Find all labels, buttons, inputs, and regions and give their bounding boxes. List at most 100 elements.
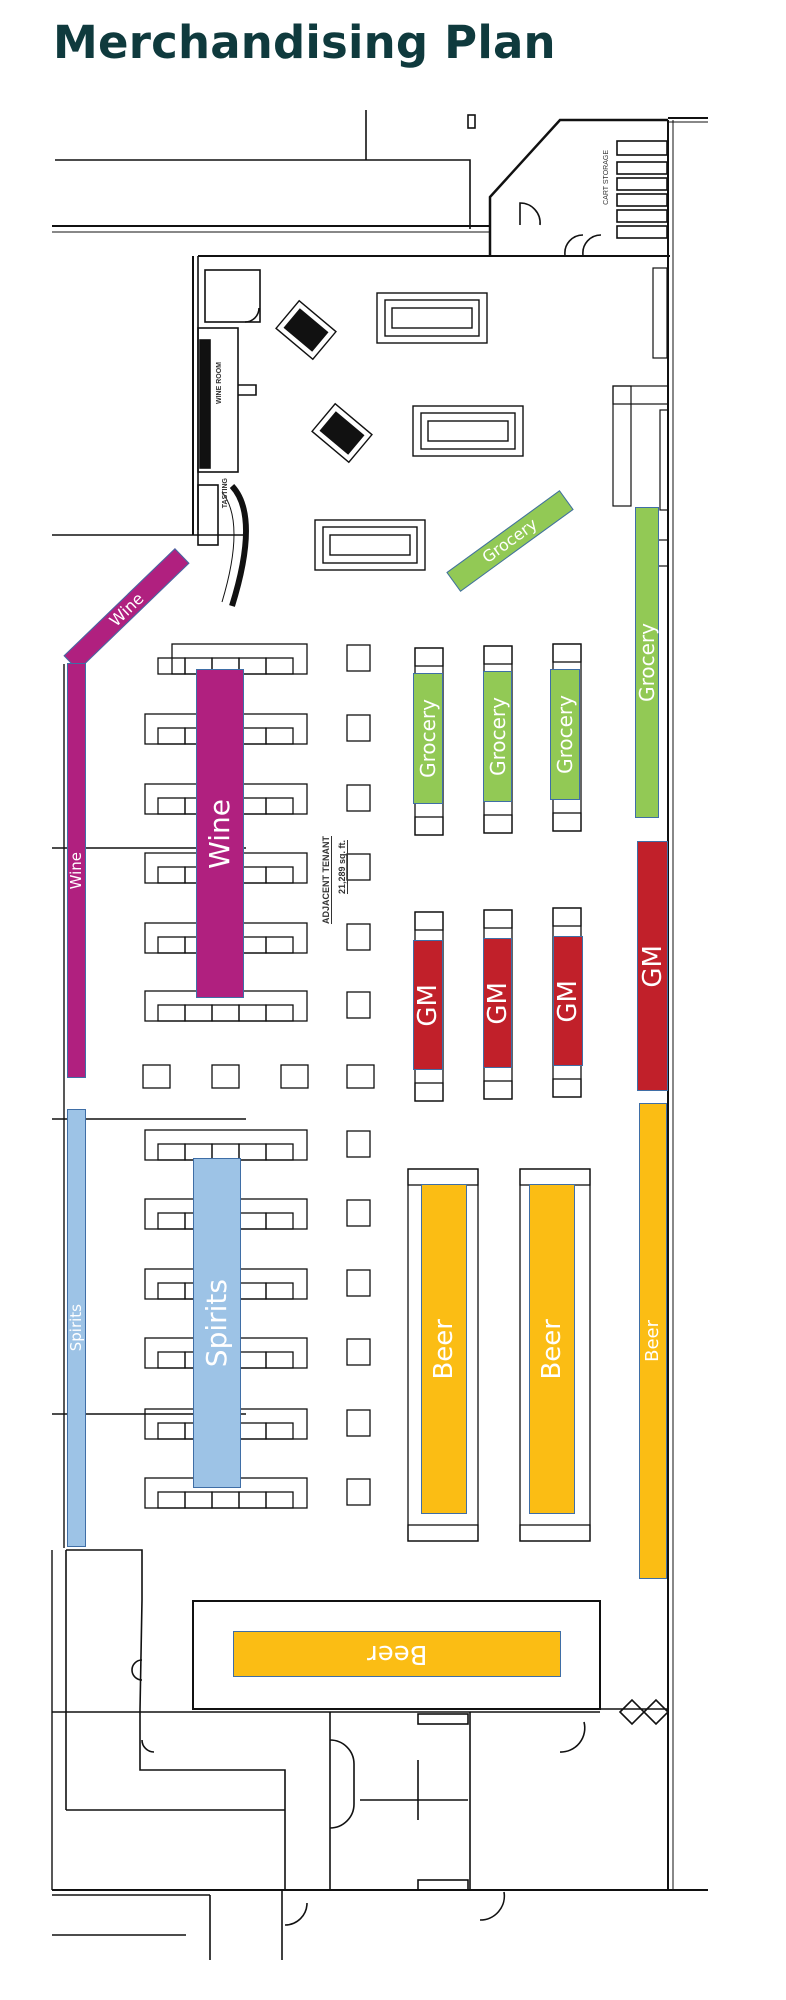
tenant-area-label: 21,289 sq. ft. — [337, 840, 347, 895]
gondola-end — [483, 814, 513, 834]
shelf-bay — [238, 1143, 267, 1161]
endcap-square — [346, 1130, 371, 1158]
gondola-end — [414, 647, 444, 667]
shelf-bay — [238, 1422, 267, 1440]
zone-grocery-wall: Grocery — [635, 507, 659, 818]
endcap-square — [346, 1338, 371, 1366]
shelf-bay — [184, 1491, 213, 1509]
shelf-bay — [238, 1212, 267, 1230]
gondola-end — [414, 911, 444, 931]
shelf-bay — [238, 1491, 267, 1509]
diamond-display — [311, 402, 373, 464]
gondola-end — [552, 1078, 582, 1098]
endcap-square — [346, 853, 371, 881]
endcap-square — [346, 1409, 371, 1437]
cooler-end — [407, 1168, 479, 1186]
shelf-bay — [265, 1282, 294, 1300]
shelf-bay — [157, 1282, 186, 1300]
zone-beer-2: Beer — [529, 1184, 575, 1514]
endcap-square — [280, 1064, 309, 1089]
shelf-bay — [184, 1004, 213, 1022]
shelf-bay — [238, 1351, 267, 1369]
zone-gm-1: GM — [413, 940, 443, 1070]
gondola-end — [483, 1080, 513, 1100]
endcap-square — [346, 1269, 371, 1297]
cooler-end — [407, 1524, 479, 1542]
shelf-bay — [265, 1422, 294, 1440]
endcap-square — [142, 1064, 171, 1089]
shelf-bay — [211, 1491, 240, 1509]
display-table — [412, 405, 524, 457]
zone-grocery-2: Grocery — [483, 671, 512, 802]
shelf-bay — [265, 1491, 294, 1509]
shelf-bay — [157, 797, 186, 815]
endcap-square — [346, 714, 371, 742]
shelf-bay — [157, 1491, 186, 1509]
zone-gm-wall: GM — [637, 841, 668, 1091]
adjacent-tenant-label: ADJACENT TENANT — [321, 836, 331, 925]
zone-spirits-center: Spirits — [193, 1158, 241, 1488]
page-title: Merchandising Plan — [53, 16, 556, 69]
gondola-end — [483, 909, 513, 929]
cart-storage-label: CART STORAGE — [603, 150, 610, 205]
gondola-end — [414, 816, 444, 836]
shelf-bay — [238, 1004, 267, 1022]
gondola-end — [552, 643, 582, 663]
endcap-square — [346, 923, 371, 951]
shelf-bay — [265, 657, 294, 675]
shelf-bay — [157, 866, 186, 884]
shelf-bay — [157, 1351, 186, 1369]
zone-grocery-1: Grocery — [413, 673, 443, 804]
shelf-bay — [265, 727, 294, 745]
shelf-bay — [238, 1282, 267, 1300]
shelf-bay — [157, 936, 186, 954]
cooler-end — [519, 1168, 591, 1186]
cooler-end — [519, 1524, 591, 1542]
endcap-square — [346, 1478, 371, 1506]
shelf-bay — [157, 1004, 186, 1022]
endcap-square — [211, 1064, 240, 1089]
display-table — [376, 292, 488, 344]
gondola-end — [483, 645, 513, 665]
zone-beer-cooler: Beer — [233, 1631, 561, 1677]
zone-wine-center: Wine — [196, 669, 244, 998]
shelf-bay — [157, 1422, 186, 1440]
shelf-bay — [211, 1004, 240, 1022]
checkout-area — [612, 267, 669, 567]
display-table — [314, 519, 426, 571]
gondola-end — [552, 907, 582, 927]
shelf-bay — [265, 1351, 294, 1369]
shelf-bay — [265, 1143, 294, 1161]
shelf-bay — [265, 797, 294, 815]
gondola-end — [414, 1082, 444, 1102]
shelving-fixtures — [142, 643, 375, 1509]
endcap-square — [346, 1199, 371, 1227]
shelf-run — [144, 1129, 308, 1161]
shelf-bay — [265, 1004, 294, 1022]
zone-grocery-3: Grocery — [550, 669, 580, 800]
zone-beer-wall: Beer — [639, 1103, 667, 1579]
zone-gm-2: GM — [483, 938, 513, 1068]
diamond-display — [275, 299, 337, 361]
shelf-bay — [157, 727, 186, 745]
endcap-square — [346, 991, 371, 1019]
tasting-label: TASTING — [222, 478, 229, 509]
zone-gm-3: GM — [553, 936, 583, 1066]
cart-storage-stalls — [616, 140, 668, 239]
endcap-square — [346, 784, 371, 812]
shelf-bay — [157, 1143, 186, 1161]
display-tables — [275, 292, 524, 571]
shelf-bay — [157, 1212, 186, 1230]
endcap-square — [346, 644, 371, 672]
shelf-bay — [265, 936, 294, 954]
endcap-square — [346, 1064, 375, 1089]
back-rooms — [52, 1549, 708, 1960]
shelf-bay — [265, 1212, 294, 1230]
exterior-walls — [52, 110, 708, 1890]
wine-room-label: WINE ROOM — [216, 362, 223, 404]
gondola-end — [552, 812, 582, 832]
zone-wine-wall: Wine — [67, 663, 86, 1078]
zone-beer-1: Beer — [421, 1184, 467, 1514]
zone-spirits-wall: Spirits — [67, 1109, 86, 1547]
